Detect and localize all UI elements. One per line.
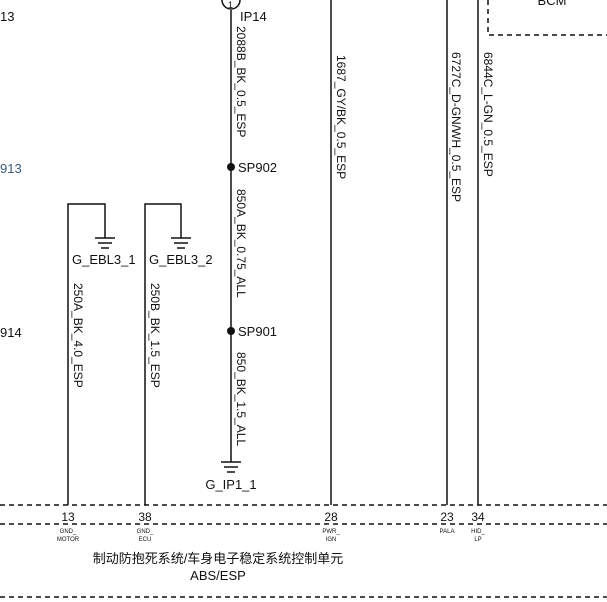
splice-sp902-dot [227,163,235,171]
pin-38-number: 38 [138,510,152,524]
ground-ip1-1-label: G_IP1_1 [205,477,256,492]
pin-38-func2: ECU [139,537,152,543]
pin-28-func1: PWR_ [322,529,340,535]
pin-23: 23 PALA [440,510,455,535]
pin-28: 28 PWR_ IGN [322,510,340,543]
splice-sp901-dot [227,327,235,335]
splice-sp901-label: SP901 [238,324,277,339]
left-ref-913: 913 [0,161,22,176]
ground-ebl3-1-label: G_EBL3_1 [72,252,136,267]
wire-6844c-label: 6844C_L-GN_0.5_ESP [481,52,495,177]
ip14-label: IP14 [240,9,267,24]
wire-250b-label: 250B_BK_1.5_ESP [148,283,162,388]
ip14-pin: 1 [228,0,233,10]
ground-ip1-1-icon [221,461,241,473]
ground-ebl3-2-label: G_EBL3_2 [149,252,213,267]
module-name-cn: 制动防抱死系统/车身电子稳定系统控制单元 [93,551,344,566]
pin-13-func2: MOTOR [57,537,80,543]
pin-34: 34 HID_ LP [471,510,485,543]
wire-pin13 [67,203,106,505]
wire-250a-label: 250A_BK_4.0_ESP [71,283,85,388]
pin-34-func1: HID_ [471,529,485,535]
ground-ebl3-1-icon [95,237,115,249]
wire-850-label: 850_BK_1.5_ALL [234,352,248,446]
bcm-box-border [487,0,607,36]
pin-23-number: 23 [440,510,454,524]
pin-34-number: 34 [471,510,485,524]
pin-13-func1: GND_ [60,529,77,535]
pin-38-func1: GND_ [137,529,154,535]
ground-ebl3-2-icon [171,237,191,249]
pin-28-func2: IGN [326,537,337,543]
pin-13: 13 GND_ MOTOR [57,510,80,543]
wire-6727c-label: 6727C_D-GN/WH_0.5_ESP [449,52,463,202]
left-ref-914: 914 [0,325,22,340]
left-ref-13: 13 [0,9,14,24]
pin-13-number: 13 [61,510,75,524]
module-name-en: ABS/ESP [190,568,246,583]
pin-28-number: 28 [324,510,338,524]
wire-850a-label: 850A_BK_0.75_ALL [234,189,248,298]
pin-34-func2: LP [474,537,481,543]
splice-sp902-label: SP902 [238,160,277,175]
wire-2088b-label: 2088B_BK_0.5_ESP [234,26,248,137]
pin-38: 38 GND_ ECU [137,510,154,543]
wire-1687-label: 1687_GY/BK_0.5_ESP [334,55,348,179]
pin-23-func1: PALA [440,529,455,535]
bcm-label: BCM [538,0,567,8]
wire-pin38 [144,203,182,505]
ip14-connector-symbol [221,0,241,10]
